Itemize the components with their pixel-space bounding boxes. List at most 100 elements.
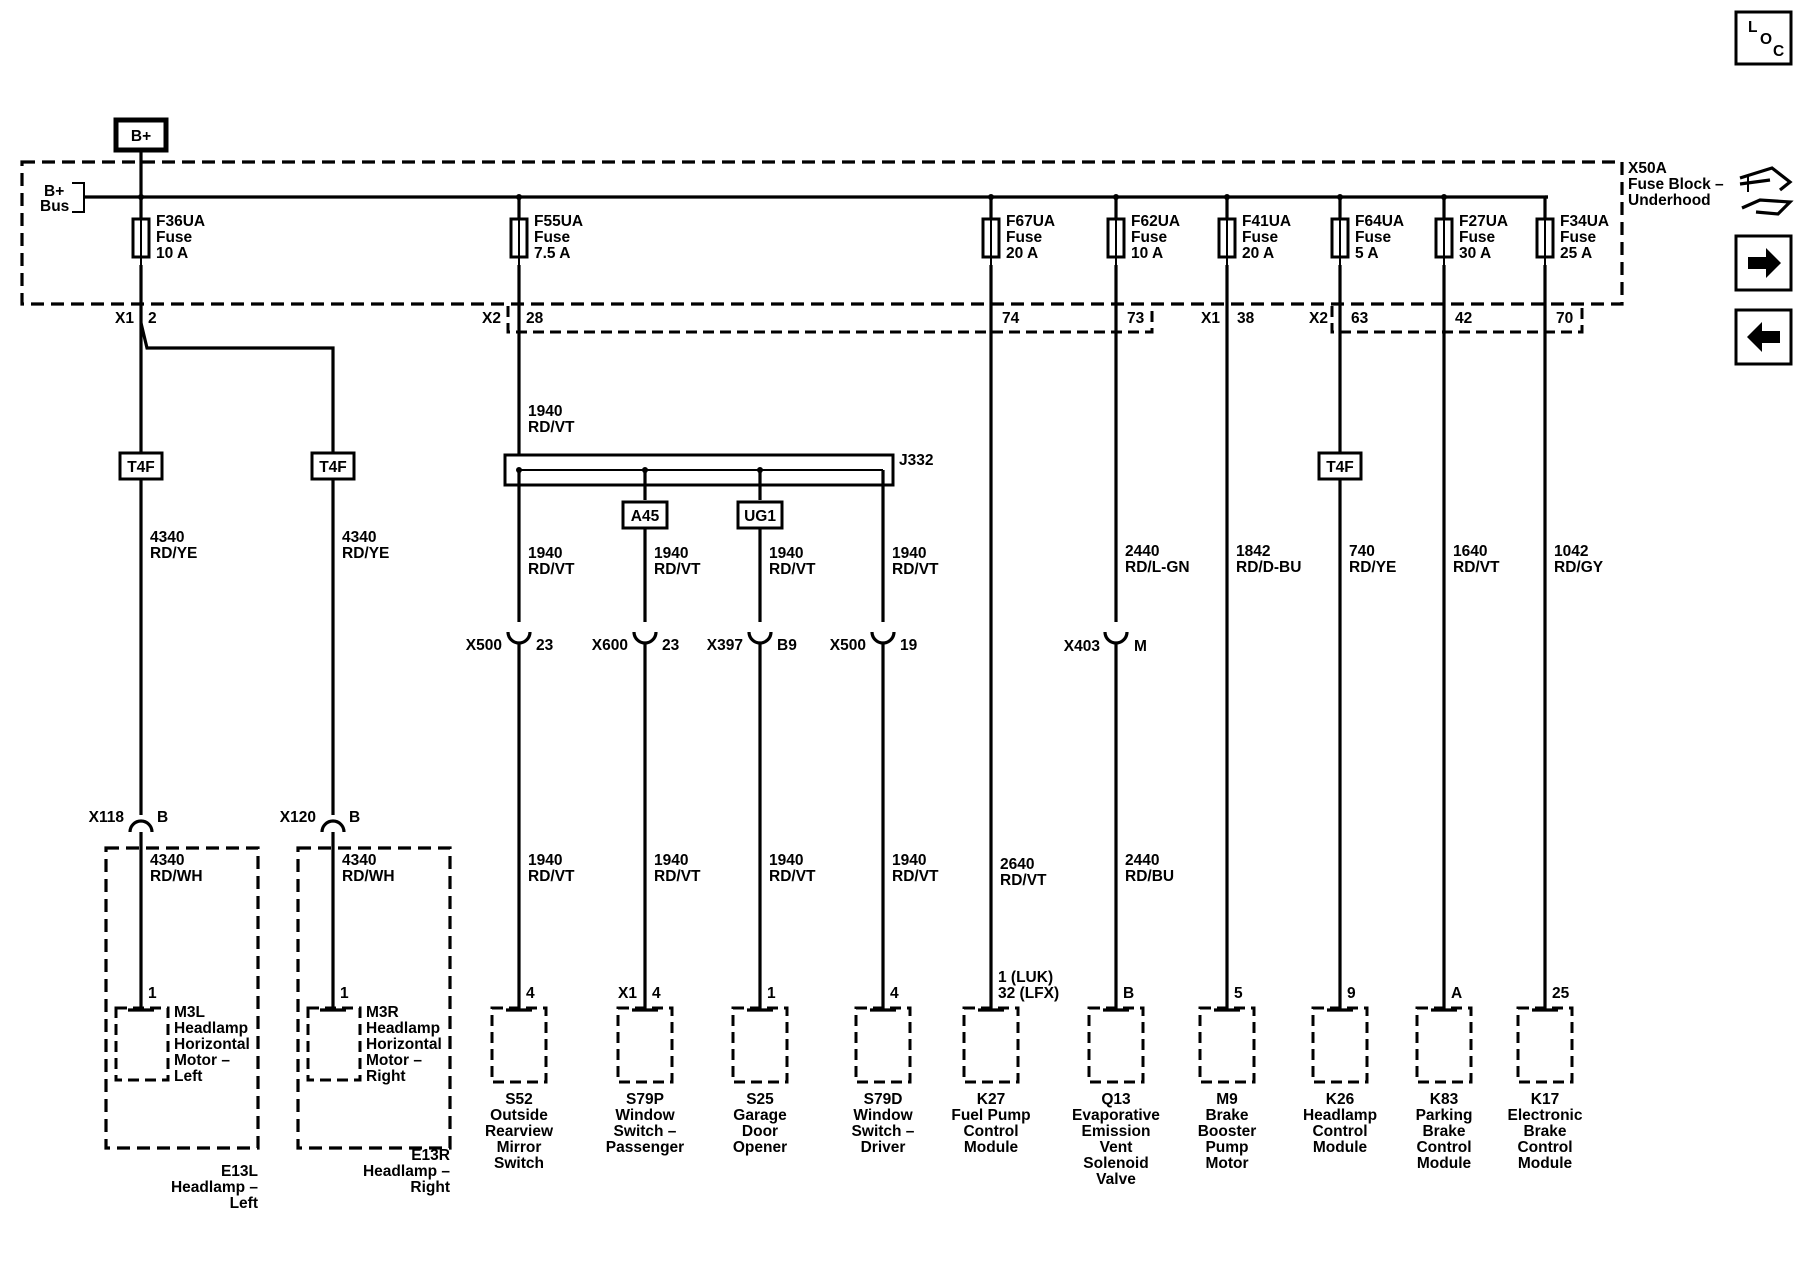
fuse-rating: 5 A	[1355, 245, 1379, 262]
svg-text:S79P: S79P	[626, 1091, 664, 1108]
fuse-f64ua: F64UA Fuse 5 A	[1330, 194, 1404, 265]
loc-letter-l: L	[1748, 19, 1757, 36]
k83-label: K83 Parking Brake Control Module	[1416, 1091, 1473, 1172]
a45-label: A45	[631, 508, 660, 525]
fuse-name: F36UA	[156, 213, 205, 230]
svg-text:Mirror: Mirror	[497, 1139, 542, 1156]
t4f-label: T4F	[127, 459, 155, 476]
svg-text:Booster: Booster	[1198, 1123, 1257, 1140]
pin-number: 73	[1127, 310, 1145, 327]
svg-text:X403: X403	[1064, 638, 1101, 655]
connector-x1: X1	[115, 310, 134, 327]
svg-text:1: 1	[767, 985, 776, 1002]
svg-text:Passenger: Passenger	[606, 1139, 684, 1156]
connector-pin: B	[349, 809, 360, 826]
wire-color: RD/YE	[150, 545, 197, 562]
t4f-label: T4F	[1326, 459, 1354, 476]
pin-number: 38	[1237, 310, 1255, 327]
svg-text:2640: 2640	[1000, 856, 1034, 873]
loc-icon[interactable]: L O C	[1734, 10, 1793, 66]
fuse-rating: 10 A	[156, 245, 188, 262]
svg-text:Control: Control	[963, 1123, 1018, 1140]
svg-text:K26: K26	[1326, 1091, 1355, 1108]
svg-text:Left: Left	[230, 1195, 258, 1212]
svg-text:RD/GY: RD/GY	[1554, 559, 1604, 576]
svg-text:RD/VT: RD/VT	[528, 868, 575, 885]
svg-text:1940: 1940	[654, 545, 688, 562]
pin-number: 63	[1351, 310, 1369, 327]
svg-text:Vent: Vent	[1100, 1139, 1133, 1156]
svg-text:RD/YE: RD/YE	[1349, 559, 1396, 576]
s79d-label: S79D Window Switch – Driver	[852, 1091, 915, 1156]
svg-text:Module: Module	[1518, 1155, 1573, 1172]
m9-feed-circuit: 1842 RD/D-BU	[1225, 265, 1301, 1010]
s52-label: S52 Outside Rearview Mirror Switch	[485, 1091, 554, 1172]
svg-text:RD/VT: RD/VT	[1000, 872, 1047, 889]
t4f-tag	[310, 451, 356, 481]
svg-text:23: 23	[662, 637, 680, 654]
svg-text:RD/VT: RD/VT	[528, 561, 575, 578]
svg-text:M9: M9	[1216, 1091, 1238, 1108]
fuse-type: Fuse	[156, 229, 193, 246]
svg-text:5: 5	[1234, 985, 1243, 1002]
battery-positive-terminal: B+	[113, 117, 169, 153]
connector-x1: X1	[1201, 310, 1220, 327]
switch-wires-lower: 1940 RD/VT 1940 RD/VT 1940 RD/VT 1940 RD…	[517, 644, 939, 1010]
svg-text:Headlamp: Headlamp	[174, 1020, 248, 1037]
wire-color: RD/WH	[150, 868, 203, 885]
wire-circuit: 1940	[528, 403, 562, 420]
svg-text:4: 4	[890, 985, 899, 1002]
svg-text:RD/L-GN: RD/L-GN	[1125, 559, 1190, 576]
fuse-rating: 10 A	[1131, 245, 1163, 262]
wire-color: RD/WH	[342, 868, 395, 885]
connector-x2: X2	[482, 310, 501, 327]
e13l-label: E13L Headlamp – Left	[171, 1163, 258, 1212]
svg-text:Module: Module	[964, 1139, 1019, 1156]
svg-text:S52: S52	[505, 1091, 533, 1108]
wire-circuit: 4340	[150, 529, 184, 546]
svg-text:25: 25	[1552, 985, 1570, 1002]
svg-text:4: 4	[652, 985, 661, 1002]
svg-text:32 (LFX): 32 (LFX)	[998, 985, 1059, 1002]
svg-text:Evaporative: Evaporative	[1072, 1107, 1160, 1124]
fuse-type: Fuse	[1560, 229, 1597, 246]
wire-circuit: 4340	[342, 852, 376, 869]
svg-text:RD/VT: RD/VT	[892, 561, 939, 578]
svg-text:K83: K83	[1430, 1091, 1459, 1108]
m9-box	[1198, 1006, 1256, 1084]
wrench-connector-icon[interactable]	[1739, 166, 1794, 216]
t4f-label: T4F	[319, 459, 347, 476]
svg-text:Module: Module	[1417, 1155, 1472, 1172]
fuse-name: F34UA	[1560, 213, 1609, 230]
fuse-name: F41UA	[1242, 213, 1291, 230]
loc-letter-c: C	[1773, 43, 1784, 60]
arrow-left-icon[interactable]	[1734, 308, 1793, 366]
pin-number: 74	[1002, 310, 1020, 327]
wire-color: RD/YE	[342, 545, 389, 562]
k26-feed-circuit: T4F 740 RD/YE	[1317, 265, 1396, 1010]
fuse-f27ua: F27UA Fuse 30 A	[1434, 194, 1508, 265]
svg-text:Motor –: Motor –	[366, 1052, 422, 1069]
svg-text:Fuel Pump: Fuel Pump	[951, 1107, 1030, 1124]
svg-text:Horizontal: Horizontal	[366, 1036, 442, 1053]
svg-text:M: M	[1134, 638, 1147, 655]
svg-text:Brake: Brake	[1523, 1123, 1566, 1140]
pin-number: 42	[1455, 310, 1472, 327]
fuse-f55ua: F55UA Fuse 7.5 A	[509, 194, 583, 265]
svg-text:19: 19	[900, 637, 918, 654]
fuse-rating: 7.5 A	[534, 245, 570, 262]
svg-text:2440: 2440	[1125, 543, 1159, 560]
svg-text:Rearview: Rearview	[485, 1123, 554, 1140]
connector-x2-outline-b	[1330, 306, 1584, 334]
svg-text:Horizontal: Horizontal	[174, 1036, 250, 1053]
svg-text:Headlamp –: Headlamp –	[171, 1179, 258, 1196]
svg-text:1940: 1940	[528, 545, 562, 562]
svg-text:RD/VT: RD/VT	[769, 868, 816, 885]
fuse-block-name-1: Fuse Block –	[1628, 176, 1724, 193]
svg-text:RD/VT: RD/VT	[1453, 559, 1500, 576]
arrow-right-icon[interactable]	[1734, 234, 1793, 292]
svg-text:23: 23	[536, 637, 554, 654]
svg-text:1940: 1940	[769, 545, 803, 562]
svg-text:RD/BU: RD/BU	[1125, 868, 1174, 885]
